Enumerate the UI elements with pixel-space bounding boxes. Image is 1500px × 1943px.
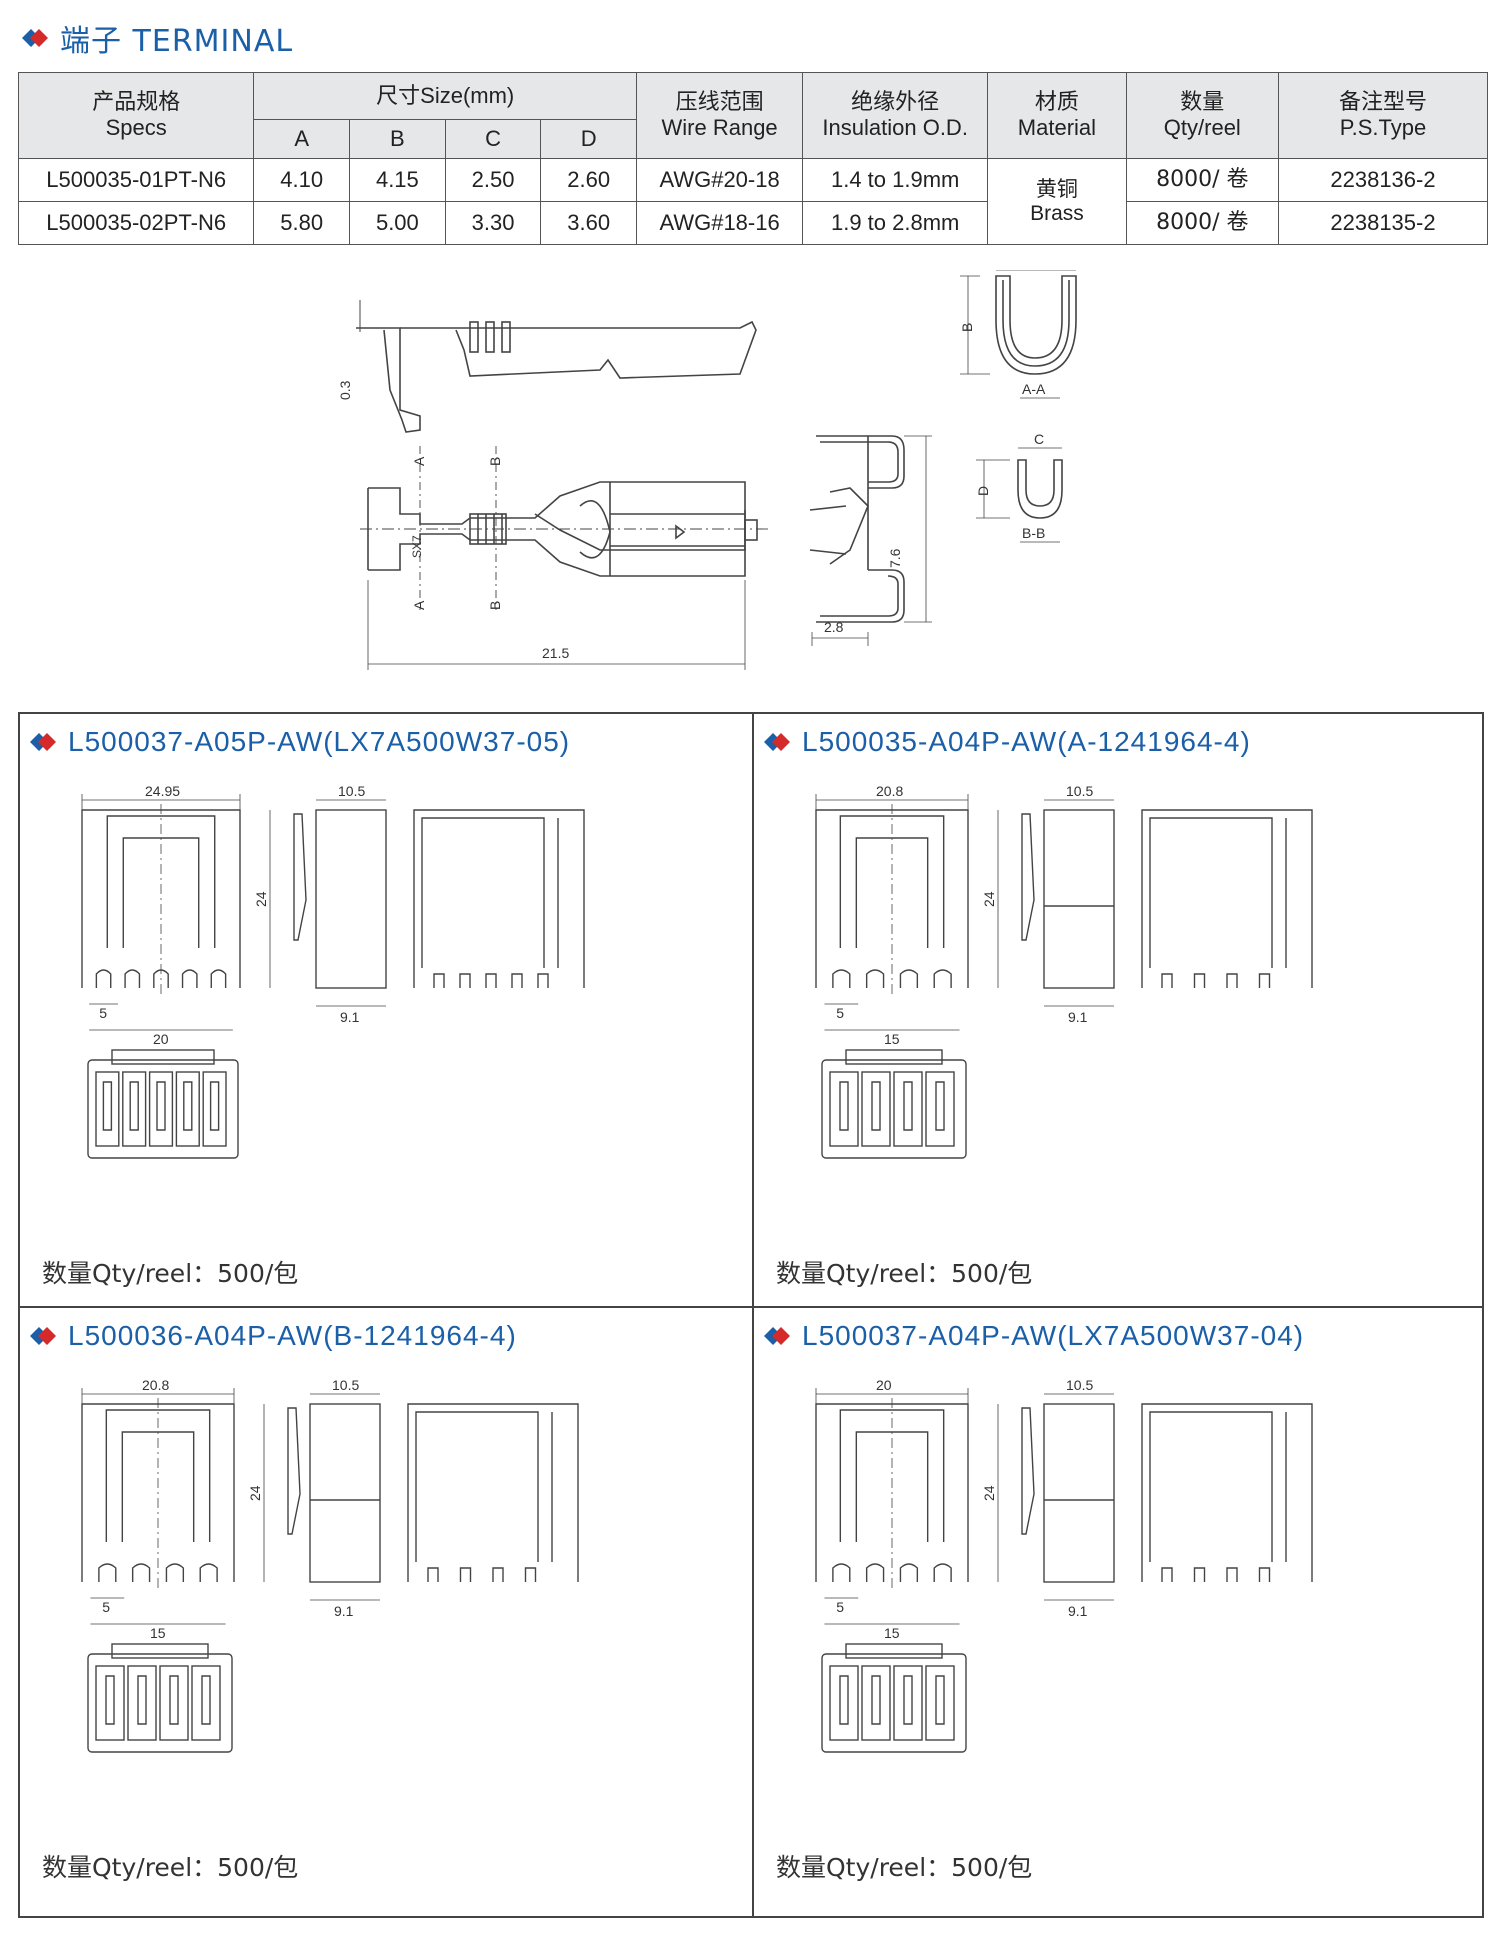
diamond-logo-icon <box>30 1327 56 1345</box>
table-row: L500035-01PT-N6 4.10 4.15 2.50 2.60 AWG#… <box>17 158 1489 245</box>
cell-wire: AWG#20-18 <box>636 158 804 202</box>
housing-drawing: 20.8 10.5 24 5 15 9.1 <box>815 783 1313 1159</box>
diamond-logo-icon <box>22 29 48 47</box>
header-size-d: D <box>540 119 638 159</box>
cell-qty: 8000/ 卷 <box>1125 201 1279 245</box>
label-bb: B-B <box>1022 525 1045 541</box>
cell-a: 5.80 <box>253 201 351 245</box>
cell-b: 5.00 <box>349 201 446 245</box>
dim-7-6: 7.6 <box>887 548 903 568</box>
housing-title: L500035-A04P-AW(A-1241964-4) <box>802 726 1251 757</box>
housing-qty: 数量Qty/reel：500/包 <box>776 1259 1033 1288</box>
header-size-c: C <box>444 119 542 159</box>
dim-width: 20.8 <box>142 1377 169 1393</box>
terminal-drawing: 0.3 21.5 7.6 2.8 A A B B SX7 A B A-A C D… <box>337 270 1077 670</box>
cell-c: 3.30 <box>444 201 542 245</box>
header-size-b: B <box>349 119 446 159</box>
dim-width: 20 <box>876 1377 892 1393</box>
grid-divider-horizontal <box>20 1306 1482 1308</box>
housing-qty: 数量Qty/reel：500/包 <box>776 1853 1033 1882</box>
housing-card: L500037-A05P-AW(LX7A500W37-05) 24.95 10.… <box>20 714 750 1304</box>
housing-drawing: 20.8 10.5 24 5 15 9.1 <box>81 1377 579 1753</box>
header-size: 尺寸Size(mm) <box>253 72 638 120</box>
diamond-logo-icon <box>764 1327 790 1345</box>
dim-depth: 10.5 <box>1066 1377 1093 1393</box>
dim-width: 20.8 <box>876 783 903 799</box>
label-c-dim: C <box>1034 431 1044 447</box>
section-title: 端子 TERMINAL <box>20 18 293 59</box>
dim-span: 15 <box>884 1625 900 1641</box>
cell-spec: L500035-02PT-N6 <box>17 201 255 245</box>
label-aa: A-A <box>1022 381 1046 397</box>
dim-height: 24 <box>253 891 269 907</box>
label-center: SX7 <box>410 535 424 558</box>
dim-side: 9.1 <box>340 1009 360 1025</box>
dim-height: 24 <box>981 1485 997 1501</box>
cell-a: 4.10 <box>253 158 351 202</box>
dim-pitch: 5 <box>99 1005 107 1021</box>
header-size-a: A <box>253 119 351 159</box>
housing-drawing: 20 10.5 24 5 15 9.1 <box>815 1377 1313 1753</box>
housing-title: L500037-A04P-AW(LX7A500W37-04) <box>802 1320 1305 1351</box>
grid-divider-vertical <box>752 714 754 1916</box>
dim-side: 9.1 <box>1068 1009 1088 1025</box>
cell-c: 2.50 <box>444 158 542 202</box>
cell-type: 2238136-2 <box>1277 158 1489 202</box>
dim-depth: 10.5 <box>1066 783 1093 799</box>
dim-side: 9.1 <box>334 1603 354 1619</box>
housing-grid: L500037-A05P-AW(LX7A500W37-05) 24.95 10.… <box>18 712 1484 1918</box>
cell-type: 2238135-2 <box>1277 201 1489 245</box>
dim-pitch: 5 <box>836 1005 844 1021</box>
housing-card: L500036-A04P-AW(B-1241964-4) 20.8 10.5 2… <box>20 1308 750 1898</box>
dim-depth: 10.5 <box>338 783 365 799</box>
cell-d: 2.60 <box>540 158 638 202</box>
label-b-bottom: B <box>487 601 503 610</box>
housing-qty: 数量Qty/reel：500/包 <box>42 1259 299 1288</box>
diamond-logo-icon <box>30 733 56 751</box>
housing-drawing: 24.95 10.5 24 5 20 9.1 <box>81 783 585 1159</box>
dim-height: 24 <box>981 891 997 907</box>
housing-title: L500037-A05P-AW(LX7A500W37-05) <box>68 726 571 757</box>
dim-height: 24 <box>247 1485 263 1501</box>
housing-card: L500035-A04P-AW(A-1241964-4) 20.8 10.5 2… <box>754 714 1484 1304</box>
label-b-dim: B <box>959 323 975 332</box>
cell-wire: AWG#18-16 <box>636 201 804 245</box>
dim-span: 15 <box>884 1031 900 1047</box>
dim-21-5: 21.5 <box>542 645 569 661</box>
label-d-dim: D <box>975 486 991 496</box>
cell-spec: L500035-01PT-N6 <box>17 158 255 202</box>
cell-insulation: 1.9 to 2.8mm <box>802 201 989 245</box>
label-a-bottom: A <box>411 600 427 610</box>
housing-card: L500037-A04P-AW(LX7A500W37-04) 20 10.5 2… <box>754 1308 1484 1898</box>
housing-qty: 数量Qty/reel：500/包 <box>42 1853 299 1882</box>
housing-title: L500036-A04P-AW(B-1241964-4) <box>68 1320 517 1351</box>
diamond-logo-icon <box>764 733 790 751</box>
dim-depth: 10.5 <box>332 1377 359 1393</box>
dim-0-3: 0.3 <box>337 380 353 400</box>
cell-b: 4.15 <box>349 158 446 202</box>
cell-d: 3.60 <box>540 201 638 245</box>
dim-width: 24.95 <box>145 783 180 799</box>
dim-side: 9.1 <box>1068 1603 1088 1619</box>
label-a-top: A <box>411 456 427 466</box>
label-b-top: B <box>487 457 503 466</box>
dim-span: 20 <box>153 1031 169 1047</box>
cell-insulation: 1.4 to 1.9mm <box>802 158 989 202</box>
dim-span: 15 <box>150 1625 166 1641</box>
dim-pitch: 5 <box>102 1599 110 1615</box>
table-row: L500035-02PT-N6 5.80 5.00 3.30 3.60 AWG#… <box>17 201 1489 245</box>
dim-2-8: 2.8 <box>824 619 844 635</box>
cell-qty: 8000/ 卷 <box>1125 158 1279 202</box>
dim-pitch: 5 <box>836 1599 844 1615</box>
